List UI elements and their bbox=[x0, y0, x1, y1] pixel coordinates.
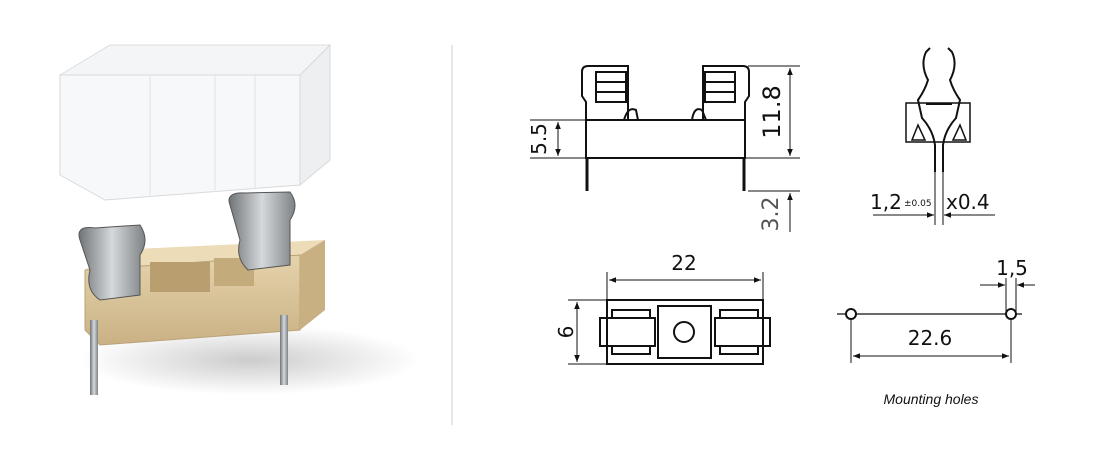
mounting-hole bbox=[1005, 308, 1017, 320]
dim-pin-thickness: x0.4 bbox=[946, 190, 990, 214]
dim-hole-spacing: 22.6 bbox=[908, 326, 953, 350]
mounting-hole bbox=[845, 308, 857, 320]
dim-pin-length: 3.2 bbox=[759, 197, 784, 232]
mounting-holes-view bbox=[837, 278, 1035, 363]
dim-hole-diameter: 1,5 bbox=[996, 256, 1028, 280]
front-view bbox=[581, 65, 750, 191]
dim-body-height: 5.5 bbox=[527, 123, 551, 155]
mounting-holes-caption: Mounting holes bbox=[884, 391, 979, 407]
dim-pin-width: 1,2 bbox=[870, 190, 902, 214]
transparent-cover bbox=[58, 43, 332, 201]
bottom-view bbox=[599, 299, 771, 365]
dim-width: 9 bbox=[553, 326, 577, 339]
bottom-dimension-lines bbox=[568, 272, 764, 365]
dim-total-height: 11.8 bbox=[758, 85, 786, 138]
product-photo bbox=[58, 43, 420, 395]
side-view bbox=[905, 47, 971, 172]
front-dimension-lines bbox=[530, 65, 800, 232]
side-dimension-lines bbox=[873, 172, 995, 225]
metal-clips bbox=[78, 191, 296, 395]
dim-pin-tolerance: ±0.05 bbox=[904, 199, 932, 209]
dim-length: 22 bbox=[671, 251, 696, 275]
